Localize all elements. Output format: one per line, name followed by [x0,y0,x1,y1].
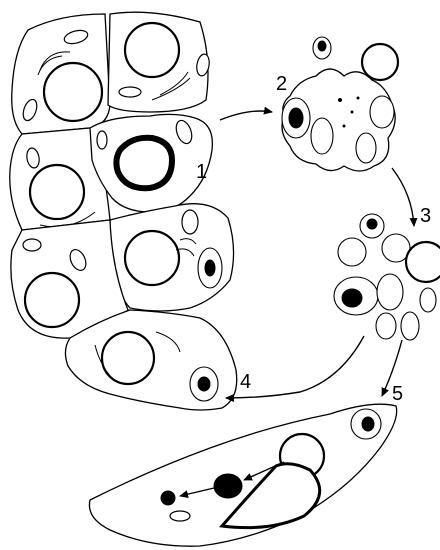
residual-body [161,491,175,505]
nucleus [44,63,102,121]
bleb [356,133,376,163]
mitochondrion [97,131,107,149]
macrophage-stage-5 [89,404,396,546]
bleb [370,96,394,128]
tissue-cell-group [10,12,237,410]
mitochondrion [170,511,190,521]
tissue-cell [108,12,211,112]
nucleus [25,273,79,327]
apoptotic-bodies-stage-3 [334,214,440,340]
apoptotic-body [376,313,396,339]
label-2: 2 [276,73,287,95]
nucleus [125,23,179,77]
apoptotic-body [377,274,403,310]
nucleus [362,44,398,80]
label-4: 4 [240,371,251,393]
apoptotic-body [338,238,366,266]
digested-body [214,474,242,498]
tissue-cell [12,14,110,134]
nucleus [125,231,179,285]
apoptotic-body [401,312,419,340]
label-5: 5 [392,383,403,405]
bleb [311,118,333,154]
apoptotic-blebbing-cell-stage-2 [282,37,398,171]
condensed-nucleus [116,138,172,188]
mitochondrion [182,210,198,234]
label-3: 3 [420,205,431,227]
arrow-1-to-2 [220,111,272,120]
mitochondrion [119,87,141,97]
apoptotic-body-with-nucleus [406,242,440,282]
apoptotic-body [420,288,436,312]
mitochondrion [23,239,41,251]
arrow-2-to-3 [392,168,414,226]
label-1: 1 [196,161,207,183]
apoptotic-cell-stage-1 [90,114,212,212]
tissue-cell [110,204,234,311]
nucleus [30,165,84,219]
